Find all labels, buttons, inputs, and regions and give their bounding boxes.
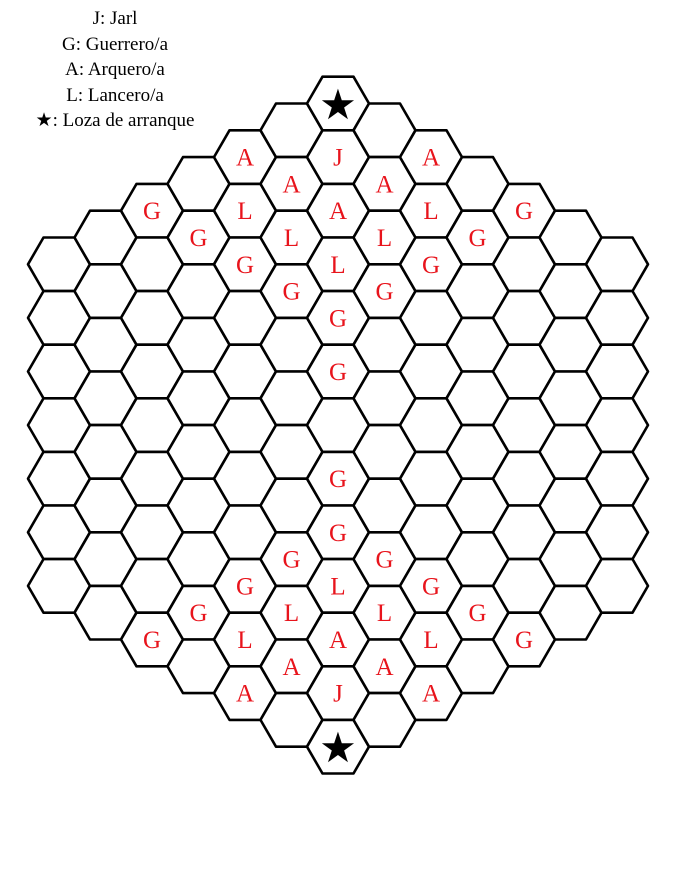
piece-l: L	[423, 198, 438, 225]
legend-symbol: A	[65, 59, 79, 80]
piece-g: G	[143, 627, 161, 654]
piece-g: G	[329, 520, 347, 547]
piece-g: G	[329, 466, 347, 493]
legend-symbol: G	[61, 33, 76, 55]
legend-item: A: Arquero/a	[0, 57, 230, 83]
piece-g: G	[515, 627, 533, 654]
piece-j: J	[333, 681, 343, 708]
legend-text: : Jarl	[99, 8, 138, 29]
legend-item: J: Jarl	[0, 6, 230, 32]
piece-l: L	[377, 600, 392, 627]
piece-g: G	[468, 600, 486, 627]
legend-text: : Arquero/a	[78, 59, 165, 80]
hex-cell[interactable]	[584, 557, 650, 615]
piece-g: G	[515, 198, 533, 225]
piece-a: A	[422, 681, 440, 708]
piece-g: G	[422, 252, 440, 279]
start-tile-star-icon: ★	[319, 80, 357, 129]
piece-g: G	[375, 547, 393, 574]
piece-a: A	[282, 654, 300, 681]
piece-a: A	[329, 627, 347, 654]
start-tile-star-icon: ★	[319, 723, 357, 772]
piece-a: A	[375, 654, 393, 681]
piece-l: L	[330, 573, 345, 600]
piece-g: G	[236, 573, 254, 600]
legend-item: ★: Loza de arranque	[0, 108, 230, 134]
piece-j: J	[333, 145, 343, 172]
piece-l: L	[237, 627, 252, 654]
piece-l: L	[423, 627, 438, 654]
legend-item: G: Guerrero/a	[0, 32, 230, 58]
piece-a: A	[236, 145, 254, 172]
piece-l: L	[284, 225, 299, 252]
piece-g: G	[375, 279, 393, 306]
piece-g: G	[189, 225, 207, 252]
piece-a: A	[422, 145, 440, 172]
piece-a: A	[282, 171, 300, 198]
piece-l: L	[284, 600, 299, 627]
piece-g: G	[282, 279, 300, 306]
legend-text: : Lancero/a	[77, 84, 164, 106]
legend-symbol: L	[66, 84, 78, 106]
legend-symbol: J	[92, 8, 100, 29]
piece-g: G	[143, 198, 161, 225]
piece-l: L	[377, 225, 392, 252]
piece-g: G	[236, 252, 254, 279]
piece-g: G	[189, 600, 207, 627]
piece-g: G	[329, 359, 347, 386]
piece-l: L	[237, 198, 252, 225]
piece-g: G	[422, 573, 440, 600]
piece-g: G	[282, 547, 300, 574]
legend-star-icon: ★	[35, 110, 53, 131]
piece-l: L	[330, 252, 345, 279]
legend-text: : Guerrero/a	[75, 33, 169, 55]
piece-g: G	[468, 225, 486, 252]
hex-grid	[26, 75, 650, 775]
piece-a: A	[375, 171, 393, 198]
legend-text: : Loza de arranque	[52, 110, 195, 131]
piece-a: A	[236, 681, 254, 708]
piece-g: G	[329, 305, 347, 332]
piece-a: A	[329, 198, 347, 225]
legend-item: L: Lancero/a	[0, 83, 230, 109]
